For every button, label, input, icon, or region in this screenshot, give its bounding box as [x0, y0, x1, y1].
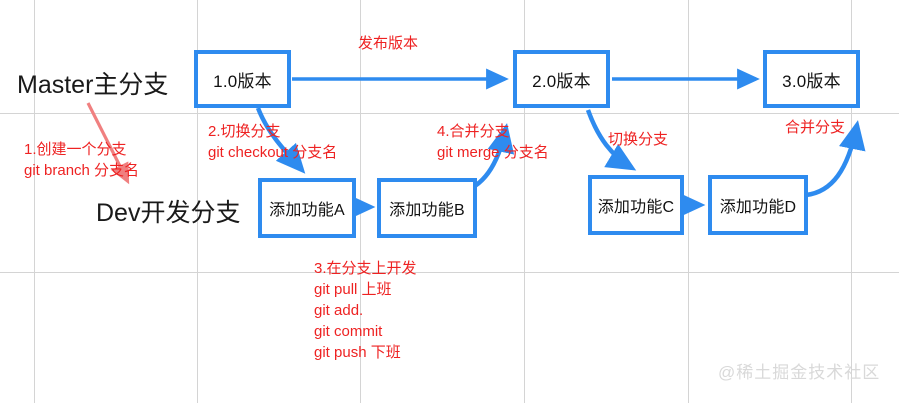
- master-box-2-0[interactable]: 2.0版本: [513, 50, 610, 108]
- dev-box-feature-a[interactable]: 添加功能A: [258, 178, 356, 238]
- dev-box-feature-c-label: 添加功能C: [597, 199, 675, 216]
- watermark: @稀土掘金技术社区: [718, 363, 881, 382]
- gridline-vertical: [197, 0, 198, 403]
- master-box-1-0-label: 1.0版本: [213, 71, 272, 91]
- annotation-create-branch: 1.创建一个分支 git branch 分支名: [24, 141, 140, 179]
- master-box-2-0-label: 2.0版本: [532, 71, 591, 91]
- annotation-merge-branch: 4.合并分支 git merge 分支名: [437, 123, 549, 161]
- dev-box-feature-b-label: 添加功能B: [389, 202, 465, 219]
- dev-box-feature-b[interactable]: 添加功能B: [377, 178, 477, 238]
- dev-box-feature-d-label: 添加功能D: [719, 199, 797, 216]
- gridline-vertical: [688, 0, 689, 403]
- dev-box-feature-a-label: 添加功能A: [269, 202, 345, 219]
- dev-branch-label: Dev开发分支: [96, 199, 241, 227]
- annotation-switch-branch-2: 切换分支: [608, 131, 669, 148]
- gridline-vertical: [34, 0, 35, 403]
- master-box-3-0[interactable]: 3.0版本: [763, 50, 860, 108]
- master-box-1-0[interactable]: 1.0版本: [194, 50, 291, 108]
- annotation-publish-version: 发布版本: [358, 35, 419, 52]
- gridline-vertical: [851, 0, 852, 403]
- dev-box-feature-c[interactable]: 添加功能C: [588, 175, 684, 235]
- annotation-merge-branch-2: 合并分支: [785, 119, 846, 136]
- master-box-3-0-label: 3.0版本: [782, 71, 841, 91]
- annotation-develop-on-branch: 3.在分支上开发 git pull 上班 git add. git commit…: [314, 260, 417, 361]
- master-branch-label: Master主分支: [17, 71, 169, 99]
- annotation-checkout-branch: 2.切换分支 git checkout 分支名: [208, 123, 338, 161]
- gridline-vertical: [524, 0, 525, 403]
- gridline-horizontal: [0, 272, 899, 273]
- dev-box-feature-d[interactable]: 添加功能D: [708, 175, 808, 235]
- gridline-horizontal: [0, 113, 899, 114]
